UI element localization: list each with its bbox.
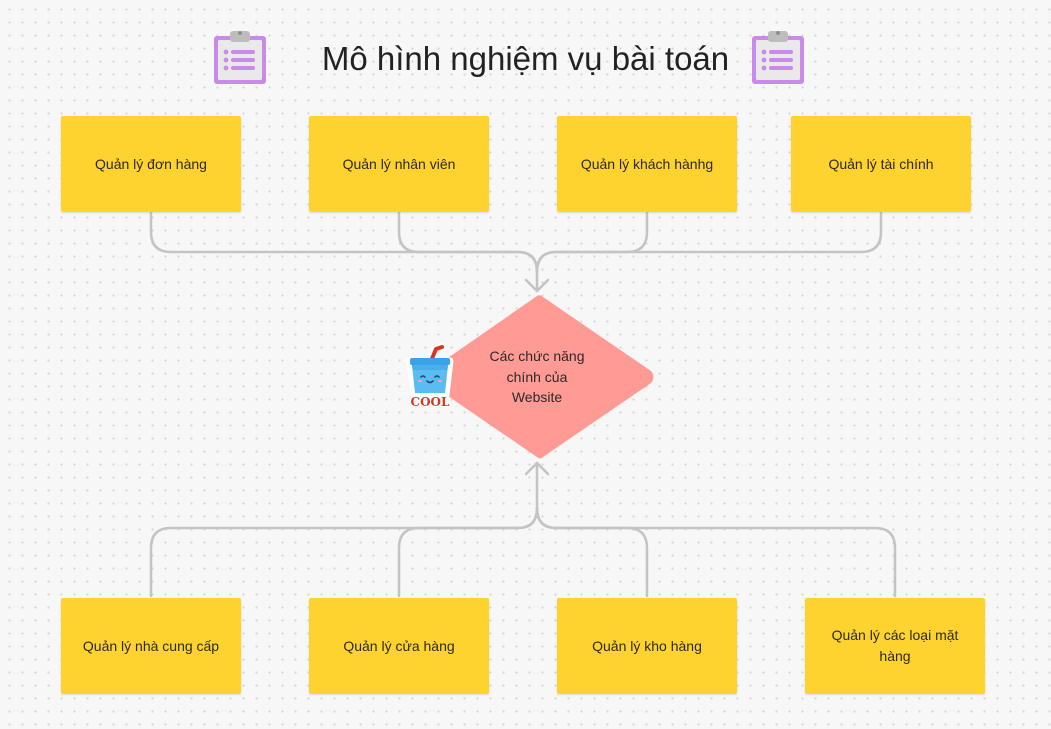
connector-top-2 bbox=[397, 210, 539, 274]
connector-bottom-4 bbox=[535, 506, 897, 598]
clipboard-icon bbox=[752, 31, 804, 84]
central-label-line: chính của bbox=[506, 368, 568, 385]
connector-bottom-3 bbox=[535, 506, 649, 598]
connector-bottom-2 bbox=[397, 506, 539, 598]
sticky-note-quan-ly-don-hang[interactable]: Quản lý đơn hàng bbox=[61, 116, 241, 212]
cool-cup-sticker[interactable]: COOL bbox=[404, 343, 456, 411]
central-diamond-label[interactable]: Các chức năng chính của Website bbox=[472, 346, 602, 408]
central-label-line: Website bbox=[511, 389, 563, 405]
sticky-note-quan-ly-khach-hang[interactable]: Quản lý khách hànhg bbox=[557, 116, 737, 212]
clipboard-icon bbox=[214, 31, 266, 84]
arrowhead-top bbox=[524, 278, 550, 293]
page-title: Mô hình nghiệm vụ bài toán bbox=[321, 40, 730, 77]
connector-bottom-1 bbox=[149, 461, 539, 598]
sticky-note-quan-ly-cac-loai-mat-hang[interactable]: Quản lý các loại mặt hàng bbox=[805, 598, 985, 694]
sticker-text: COOL bbox=[411, 395, 450, 409]
sticky-note-quan-ly-nhan-vien[interactable]: Quản lý nhân viên bbox=[309, 116, 489, 212]
arrowhead-bottom bbox=[524, 461, 550, 476]
sticky-note-quan-ly-cua-hang[interactable]: Quản lý cửa hàng bbox=[309, 598, 489, 694]
sticky-note-quan-ly-tai-chinh[interactable]: Quản lý tài chính bbox=[791, 116, 971, 212]
central-diamond bbox=[426, 295, 654, 459]
sticky-note-quan-ly-nha-cung-cap[interactable]: Quản lý nhà cung cấp bbox=[61, 598, 241, 694]
connector-top-4 bbox=[535, 210, 883, 274]
sticky-note-quan-ly-kho-hang[interactable]: Quản lý kho hàng bbox=[557, 598, 737, 694]
connector-top-3 bbox=[535, 210, 649, 274]
central-label-line: Các chức năng bbox=[489, 348, 585, 364]
